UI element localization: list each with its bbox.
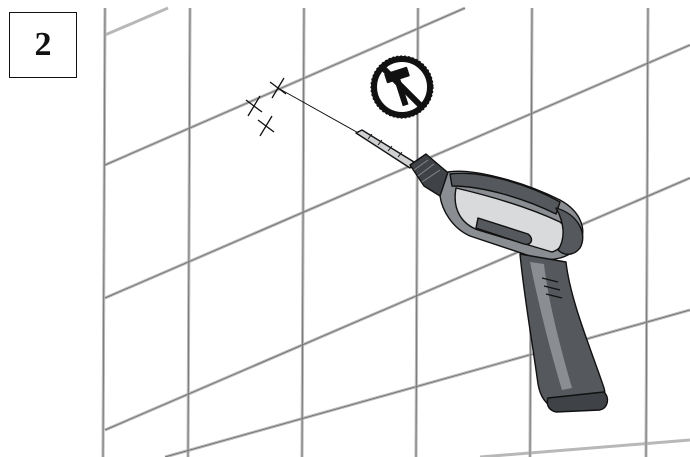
drill-guideline: [277, 87, 363, 136]
cross-marks: [245, 77, 287, 137]
step-number-box: 2: [9, 12, 77, 78]
no-hammer-icon: [370, 55, 434, 119]
drill-icon: [355, 129, 609, 413]
step-number: 2: [34, 26, 52, 63]
